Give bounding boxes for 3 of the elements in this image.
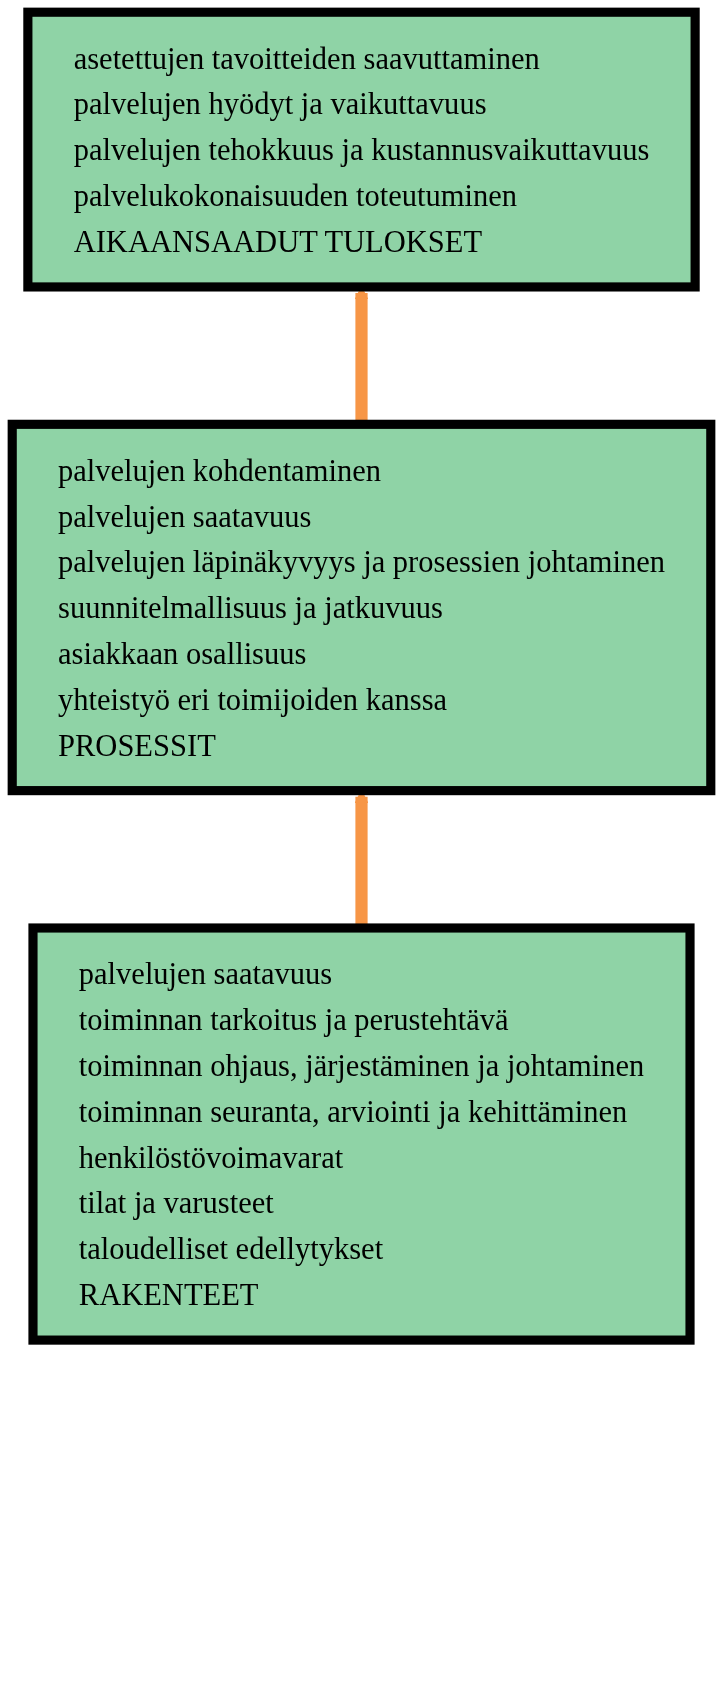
node-box: asetettujen tavoitteiden saavuttaminen palvelujen hyödyt ja vaikuttavuus palvelujen tehokkuus ja kustannusvaikuttavuus palvelukokonaisuuden toteutuminen AIKAANSAADUT TULOKSET xyxy=(23,7,700,292)
node-box: palvelujen kohdentaminen palvelujen saatavuus palvelujen läpinäkyvyys ja prosessien johtaminen suunnitelmallisuus ja jatkuvuus asiakkaan osallisuus yhteistyö eri toimijoiden kanssa PROSESSIT xyxy=(7,419,716,796)
node-box: palvelujen saatavuus toiminnan tarkoitus ja perustehtävä toiminnan ohjaus, järjestäminen ja johtaminen toiminnan seuranta, arviointi ja kehittäminen henkilöstövoimavarat tilat ja varusteet taloudelliset edellytykset RAKENTEET xyxy=(28,923,695,1345)
